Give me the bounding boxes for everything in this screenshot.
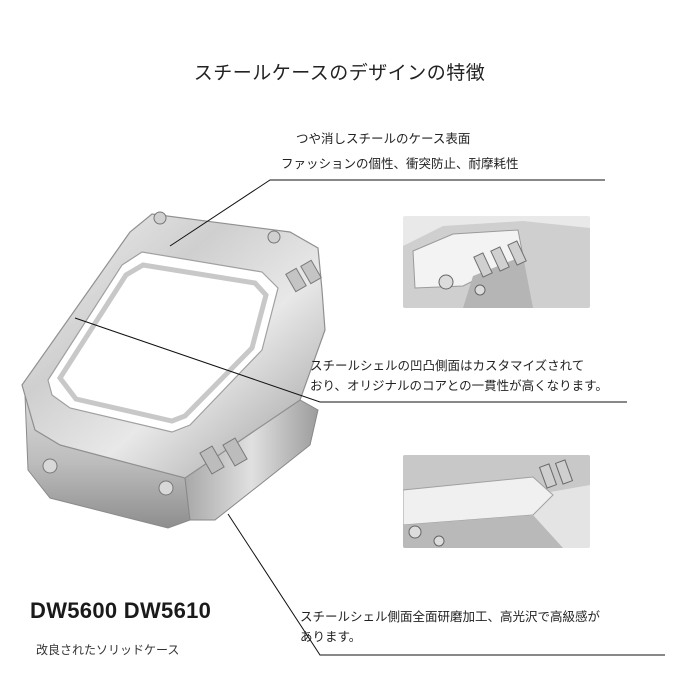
callout-polish-line2: あります。	[300, 629, 362, 644]
leader-line-surface	[169, 179, 605, 247]
page-title: スチールケースのデザインの特徴	[193, 62, 486, 84]
callout-surface-line2: ファッションの個性、衝突防止、耐摩耗性	[281, 156, 519, 171]
detail-photo-top	[403, 216, 590, 308]
model-name: DW5600 DW5610	[30, 598, 212, 623]
model-subtitle: 改良されたソリッドケース	[36, 643, 180, 657]
callout-surface-line1: つや消しスチールのケース表面	[296, 131, 471, 146]
callout-side-line2: おり、オリジナルのコアとの一貫性が高くなります。	[310, 378, 608, 393]
leader-line-side	[74, 317, 627, 403]
callout-polish-line1: スチールシェル側面全面研磨加工、高光沢で高級感が	[300, 609, 601, 624]
callout-side-line1: スチールシェルの凹凸側面はカスタマイズされて	[310, 358, 585, 373]
leader-line-polish	[227, 513, 665, 656]
detail-photo-bottom	[403, 455, 590, 548]
